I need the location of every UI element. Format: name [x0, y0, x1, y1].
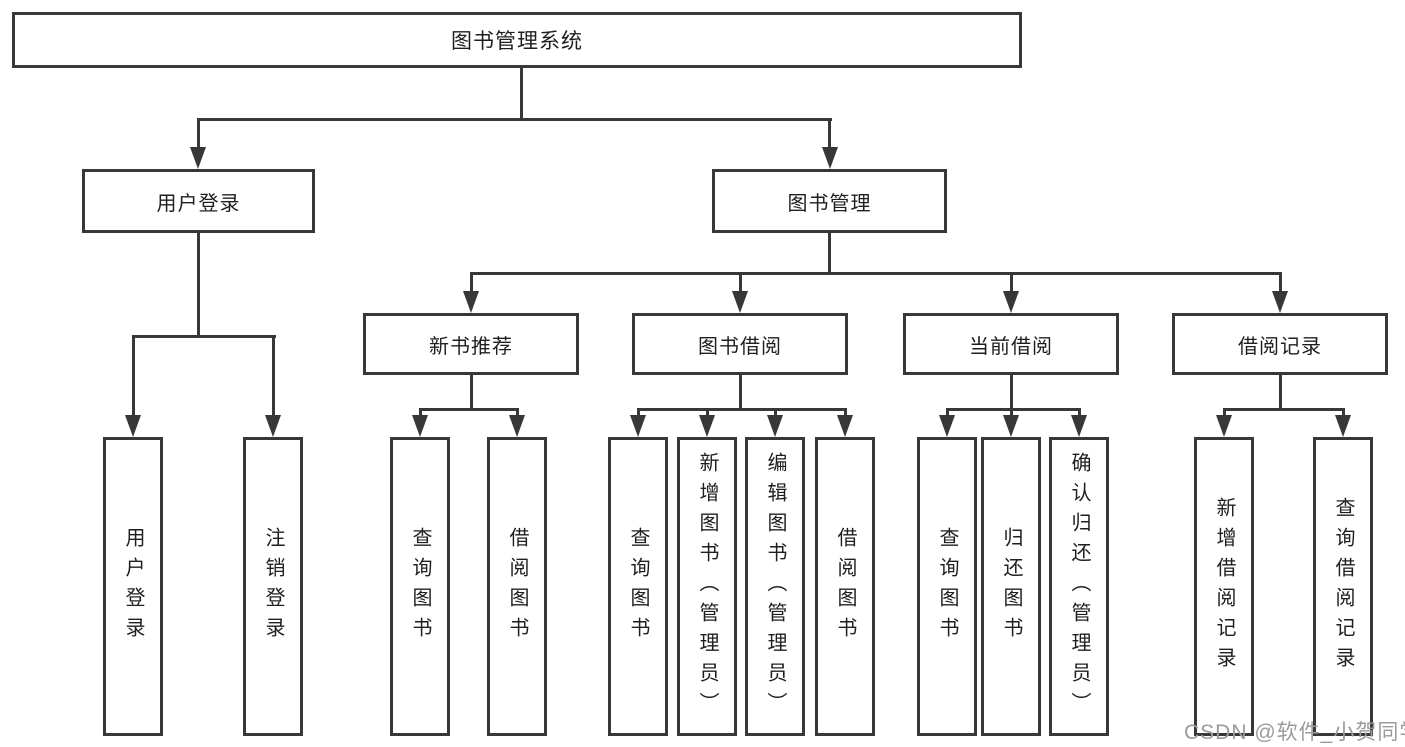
node-new-book-recommendation: 新书推荐 — [363, 313, 579, 375]
node-book-management: 图书管理 — [712, 169, 947, 233]
connector-line — [470, 272, 473, 293]
arrow-down-icon — [265, 415, 281, 437]
leaf-confirm-return-admin: 确认归还（管理员） — [1049, 437, 1109, 736]
connector-line — [197, 118, 832, 121]
node-label: 图书管理 — [787, 192, 872, 215]
connector-line — [470, 375, 473, 410]
node-label: 用户登录 — [122, 526, 144, 647]
connector-line — [419, 408, 519, 411]
connector-line — [946, 408, 949, 417]
arrow-down-icon — [1272, 291, 1288, 313]
node-label: 新增借阅记录 — [1213, 496, 1235, 677]
node-label: 借阅记录 — [1238, 335, 1322, 358]
leaf-add-book-admin: 新增图书（管理员） — [677, 437, 737, 736]
connector-line — [828, 233, 831, 274]
connector-line — [706, 408, 709, 417]
connector-line — [637, 408, 847, 411]
arrow-down-icon — [1071, 415, 1087, 437]
leaf-borrow-books-recommend: 借阅图书 — [487, 437, 547, 736]
node-label: 注销登录 — [262, 526, 284, 647]
connector-line — [1078, 408, 1081, 417]
connector-line — [272, 335, 275, 417]
csdn-watermark: CSDN @软件_小贺同学 — [1184, 721, 1405, 744]
arrow-down-icon — [939, 415, 955, 437]
node-label: 查询借阅记录 — [1332, 496, 1354, 677]
node-library-management-system: 图书管理系统 — [12, 12, 1022, 68]
node-user-login: 用户登录 — [82, 169, 315, 233]
node-label: 借阅图书 — [834, 526, 856, 647]
node-label: 借阅图书 — [506, 526, 528, 647]
node-label: 查询图书 — [409, 526, 431, 647]
connector-line — [739, 375, 742, 410]
leaf-borrow-books: 借阅图书 — [815, 437, 875, 736]
node-label: 图书管理系统 — [451, 30, 583, 53]
connector-line — [844, 408, 847, 417]
arrow-down-icon — [767, 415, 783, 437]
arrow-down-icon — [699, 415, 715, 437]
connector-line — [520, 68, 523, 119]
connector-line — [197, 118, 200, 150]
connector-line — [1342, 408, 1345, 417]
node-label: 用户登录 — [156, 192, 241, 215]
node-label: 确认归还（管理员） — [1068, 451, 1090, 722]
node-label: 编辑图书（管理员） — [764, 451, 786, 722]
connector-line — [197, 233, 200, 337]
leaf-query-books-recommend: 查询图书 — [390, 437, 450, 736]
arrow-down-icon — [837, 415, 853, 437]
leaf-query-books-current: 查询图书 — [917, 437, 977, 736]
node-borrowing-records: 借阅记录 — [1172, 313, 1388, 375]
arrow-down-icon — [630, 415, 646, 437]
node-label: 归还图书 — [1000, 526, 1022, 647]
node-label: 查询图书 — [936, 526, 958, 647]
arrow-down-icon — [412, 415, 428, 437]
connector-line — [1279, 375, 1282, 410]
connector-line — [739, 272, 742, 293]
leaf-add-borrow-record: 新增借阅记录 — [1194, 437, 1254, 736]
arrow-down-icon — [509, 415, 525, 437]
leaf-query-borrow-record: 查询借阅记录 — [1313, 437, 1373, 736]
leaf-logout: 注销登录 — [243, 437, 303, 736]
arrow-down-icon — [125, 415, 141, 437]
connector-line — [1010, 408, 1013, 417]
node-current-borrowing: 当前借阅 — [903, 313, 1119, 375]
leaf-edit-book-admin: 编辑图书（管理员） — [745, 437, 805, 736]
connector-line — [946, 408, 1081, 411]
connector-line — [828, 118, 831, 150]
leaf-user-login: 用户登录 — [103, 437, 163, 736]
arrow-down-icon — [463, 291, 479, 313]
arrow-down-icon — [1216, 415, 1232, 437]
node-label: 新书推荐 — [429, 335, 513, 358]
connector-line — [1010, 272, 1013, 293]
node-label: 当前借阅 — [969, 335, 1053, 358]
connector-line — [132, 335, 276, 338]
connector-line — [637, 408, 640, 417]
node-label: 新增图书（管理员） — [696, 451, 718, 722]
connector-line — [1279, 272, 1282, 293]
connector-line — [774, 408, 777, 417]
connector-line — [419, 408, 422, 417]
node-label: 图书借阅 — [698, 335, 782, 358]
node-book-borrowing: 图书借阅 — [632, 313, 848, 375]
arrow-down-icon — [1003, 291, 1019, 313]
leaf-query-books-borrow: 查询图书 — [608, 437, 668, 736]
node-label: 查询图书 — [627, 526, 649, 647]
arrow-down-icon — [732, 291, 748, 313]
leaf-return-books: 归还图书 — [981, 437, 1041, 736]
connector-line — [1223, 408, 1226, 417]
arrow-down-icon — [190, 147, 206, 169]
connector-line — [1010, 375, 1013, 410]
connector-line — [132, 335, 135, 417]
arrow-down-icon — [822, 147, 838, 169]
arrow-down-icon — [1003, 415, 1019, 437]
connector-line — [1223, 408, 1345, 411]
arrow-down-icon — [1335, 415, 1351, 437]
connector-line — [516, 408, 519, 417]
connector-line — [470, 272, 1282, 275]
